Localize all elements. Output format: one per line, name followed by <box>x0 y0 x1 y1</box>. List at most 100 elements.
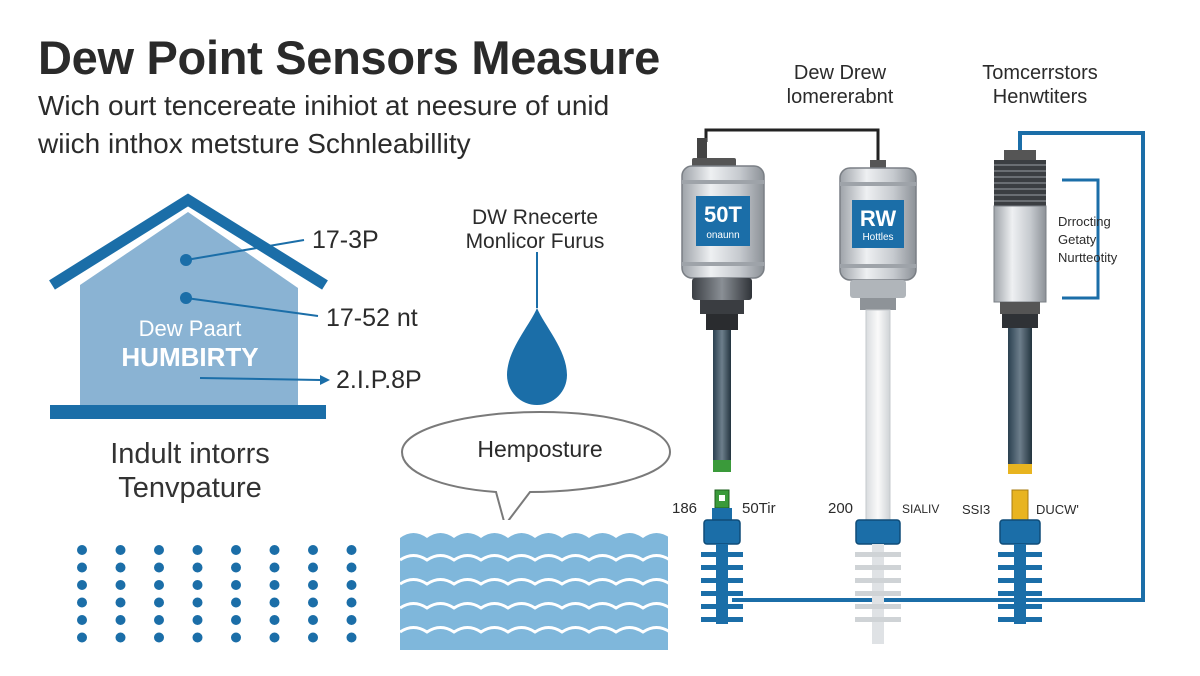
grid-dot <box>154 580 164 590</box>
probe-fin <box>998 565 1042 570</box>
callout-value-3: 2.I.P.8P <box>336 366 422 394</box>
grid-dot <box>269 545 280 555</box>
probe-fin <box>998 591 1042 596</box>
house-label-1: Dew Paart <box>138 316 242 341</box>
thread-line <box>994 200 1046 202</box>
grid-dot <box>269 632 280 643</box>
grid-dot <box>192 545 203 555</box>
sensor-3-note-3: Nurtteotity <box>1058 250 1118 265</box>
grid-dot <box>154 545 164 555</box>
subtitle-line-1: Wich ourt tencereate inihiot at neesure … <box>38 90 610 121</box>
grid-dot <box>269 562 280 573</box>
sensor-1-badge: 50T <box>704 202 742 227</box>
sensor-header-1-line-2: lomererabnt <box>786 86 894 108</box>
thread-line <box>994 176 1046 178</box>
grid-dot <box>192 562 203 573</box>
sensor-header-1-line-1: Dew Drew <box>793 62 887 84</box>
probe-fin <box>855 591 901 596</box>
grid-dot <box>192 580 203 590</box>
probe-fin <box>998 604 1042 609</box>
sensor-1 <box>681 138 765 624</box>
water-waves <box>399 520 671 650</box>
sensor-3 <box>993 150 1047 624</box>
grid-dot <box>77 562 87 573</box>
probe-fin <box>701 617 743 622</box>
sensor-1-right-value: 50Tir <box>742 500 776 517</box>
grid-dot <box>346 632 357 643</box>
sensor-2-right-value: SIALIV <box>902 502 940 516</box>
grid-dot <box>308 632 318 643</box>
grid-dot <box>192 615 203 625</box>
sensor-1-badge-sub: onaunn <box>706 230 740 241</box>
thread-line <box>994 170 1046 172</box>
sensor-3-right-value: DUCW' <box>1036 502 1079 517</box>
grid-dot <box>269 615 280 625</box>
sensor-3-note-1: Drrocting <box>1058 214 1111 229</box>
callout-value-2: 17-52 nt <box>326 304 418 332</box>
grid-dot <box>154 562 164 573</box>
arrow-head <box>320 375 330 385</box>
subtitle-line-2: wiich inthox metsture Schnleabillity <box>38 128 471 159</box>
thread-line <box>994 182 1046 184</box>
grid-dot <box>346 597 357 608</box>
wave-line <box>399 626 671 634</box>
bracket <box>1062 178 1100 300</box>
house-illustration <box>49 193 330 419</box>
grid-dot <box>77 615 87 625</box>
probe-fin <box>998 552 1042 557</box>
probe-fin <box>855 578 901 583</box>
grid-dot <box>346 562 357 573</box>
house-label-2: HUMBIRTY <box>121 342 259 372</box>
grid-dot <box>269 597 280 608</box>
wave-line <box>399 554 671 562</box>
grid-dot <box>308 562 318 573</box>
probe-fin <box>998 617 1042 622</box>
grid-dot <box>115 562 126 573</box>
grid-dot <box>346 580 357 590</box>
thread-line <box>994 188 1046 190</box>
grid-dot <box>346 615 357 625</box>
thread-line <box>994 194 1046 196</box>
probe-fin <box>855 565 901 570</box>
house-caption-1: Indult intorrs <box>110 438 270 470</box>
grid-dot <box>115 597 126 608</box>
grid-dot <box>308 580 318 590</box>
grid-dot <box>308 597 318 608</box>
grid-dot <box>231 580 241 590</box>
speech-bubble <box>400 410 672 528</box>
grid-dot <box>192 632 203 643</box>
grid-dot <box>231 545 241 555</box>
wire-blue <box>732 131 1145 602</box>
wave-crest <box>400 520 670 538</box>
sensor-1-left-value: 186 <box>672 500 698 517</box>
sensor-2-left-value: 200 <box>828 500 854 517</box>
sensor-3-left-value: SSI3 <box>962 502 991 517</box>
sensor-header-2-line-1: Tomcerrstors <box>982 62 1098 84</box>
sensor-2-badge: RW <box>859 206 897 231</box>
droplet-label-1: DW Rnecerte <box>471 206 599 229</box>
probe-fin <box>701 565 743 570</box>
grid-dot <box>308 545 318 555</box>
probe-fin <box>855 604 901 609</box>
wave-line <box>399 602 671 610</box>
grid-dot <box>77 632 87 643</box>
grid-dot <box>77 545 87 555</box>
page-title: Dew Point Sensors Measure <box>38 31 660 84</box>
probe-fin <box>701 578 743 583</box>
grid-dot <box>231 597 241 608</box>
bubble-text: Hemposture <box>477 436 603 462</box>
grid-dot <box>308 615 318 625</box>
grid-dot <box>231 615 241 625</box>
grid-dot <box>115 580 126 590</box>
probe-fin <box>701 604 743 609</box>
grid-dot <box>269 580 280 590</box>
sensor-2 <box>839 160 917 644</box>
wire-black <box>704 128 880 162</box>
thread-line <box>994 164 1046 166</box>
grid-dot <box>77 580 87 590</box>
grid-dot <box>154 615 164 625</box>
grid-dot <box>346 545 357 555</box>
grid-dot <box>115 545 126 555</box>
dot-grid <box>77 545 357 643</box>
